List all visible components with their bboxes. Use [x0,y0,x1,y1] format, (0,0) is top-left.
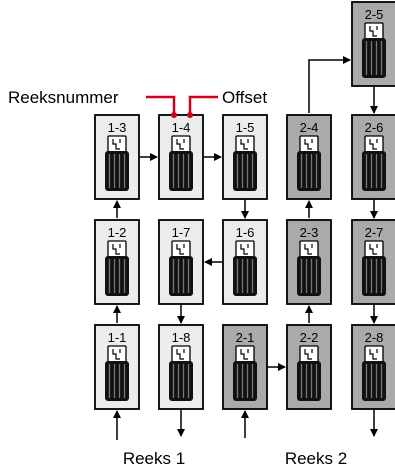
cable-icon [176,139,185,150]
module-1-3: 1-3 [94,114,140,200]
module-number: 2-6 [365,120,384,135]
module-number: 1-1 [108,330,127,345]
module-number: 2-3 [300,225,319,240]
cable-icon [176,349,185,360]
module-number: 1-2 [108,225,127,240]
cable-icon [369,26,378,37]
cable-icon [369,244,378,255]
row-number-label: Reeksnummer [8,88,119,107]
cable-icon [369,139,378,150]
connector-plate-icon [235,240,255,259]
cable-icon [304,244,313,255]
connector-plate-icon [107,345,127,364]
module-number: 2-8 [365,330,384,345]
connector-plate-icon [171,345,191,364]
inverter-body-icon [297,151,321,191]
inverter-body-icon [233,256,257,296]
connector-group [113,56,378,440]
connector-plate-icon [299,135,319,154]
inverter-body-icon [297,361,321,401]
connector-plate-icon [107,135,127,154]
module-number: 1-4 [172,120,191,135]
module-number: 1-7 [172,225,191,240]
module-2-1: 2-1 [222,324,268,410]
cable-icon [304,139,313,150]
connector-plate-icon [107,240,127,259]
inverter-body-icon [233,361,257,401]
series-2-label: Reeks 2 [285,449,347,468]
module-number: 1-6 [236,225,255,240]
module-number: 2-2 [300,330,319,345]
module-2-7: 2-7 [351,219,395,305]
inverter-body-icon [169,361,193,401]
module-1-5: 1-5 [222,114,268,200]
inverter-body-icon [362,38,386,78]
module-group: 1-1 1-2 1-3 1-4 1-5 1-6 1-7 1-8 2-1 2-2 2-3 2-4 2-5 2… [94,1,395,410]
offset-dot [187,112,193,118]
cable-icon [240,244,249,255]
module-1-6: 1-6 [222,219,268,305]
module-1-1: 1-1 [94,324,140,410]
module-2-4: 2-4 [286,114,332,200]
module-1-4: 1-4 [158,114,204,200]
inverter-body-icon [362,151,386,191]
module-number: 1-5 [236,120,255,135]
connector-plate-icon [235,135,255,154]
connector-plate-icon [171,240,191,259]
module-number: 2-4 [300,120,319,135]
module-2-6: 2-6 [351,114,395,200]
connector-plate-icon [364,22,384,41]
module-2-8: 2-8 [351,324,395,410]
module-number: 1-3 [108,120,127,135]
cable-icon [369,349,378,360]
inverter-body-icon [105,361,129,401]
cable-icon [240,349,249,360]
module-frame [286,114,332,200]
cable-icon [112,244,121,255]
module-number: 2-1 [236,330,255,345]
module-number: 2-7 [365,225,384,240]
arrow-2-4-to-2-5 [308,56,351,113]
module-1-2: 1-2 [94,219,140,305]
connector-plate-icon [364,240,384,259]
row-number-leader [146,95,176,114]
inverter-body-icon [169,151,193,191]
connector-plate-icon [235,345,255,364]
cable-icon [176,244,185,255]
offset-label: Offset [222,88,267,107]
series-1-label: Reeks 1 [123,449,185,468]
module-number: 2-5 [365,7,384,22]
inverter-body-icon [105,256,129,296]
callout: Reeksnummer Offset [8,88,267,118]
connector-plate-icon [171,135,191,154]
connector-plate-icon [364,345,384,364]
inverter-body-icon [362,256,386,296]
module-2-5: 2-5 [351,1,395,87]
inverter-body-icon [297,256,321,296]
inverter-body-icon [105,151,129,191]
connector-plate-icon [364,135,384,154]
connector-plate-icon [299,240,319,259]
module-2-3: 2-3 [286,219,332,305]
module-1-8: 1-8 [158,324,204,410]
module-1-7: 1-7 [158,219,204,305]
inverter-body-icon [169,256,193,296]
cable-icon [304,349,313,360]
cable-icon [112,139,121,150]
module-number: 1-8 [172,330,191,345]
row-number-dot [171,112,177,118]
module-2-2: 2-2 [286,324,332,410]
cable-icon [112,349,121,360]
inverter-body-icon [233,151,257,191]
inverter-body-icon [362,361,386,401]
offset-leader [188,95,218,114]
cable-icon [240,139,249,150]
connector-plate-icon [299,345,319,364]
